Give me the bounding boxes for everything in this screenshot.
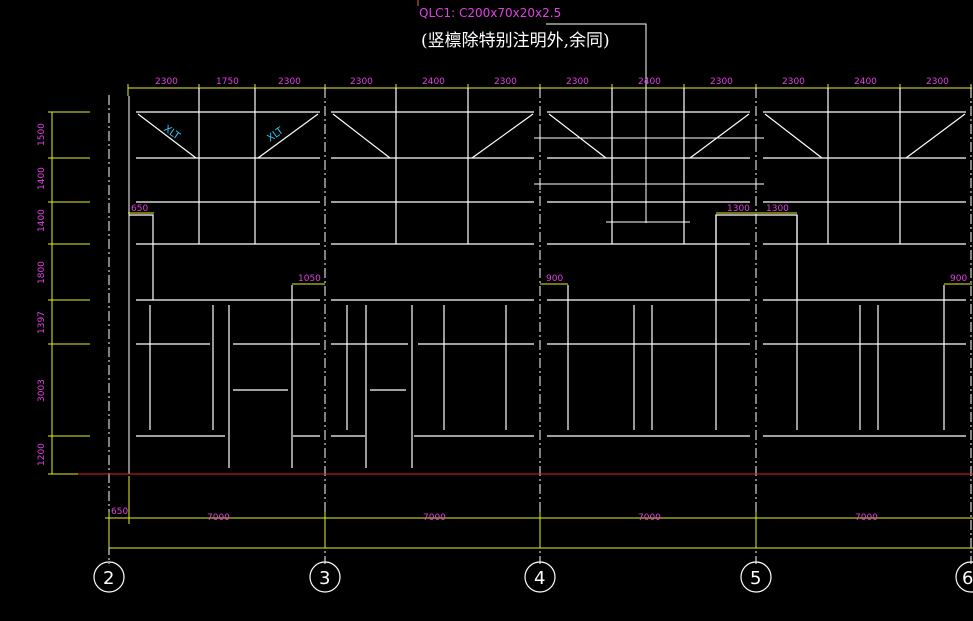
opening-dimension-lines (128, 212, 972, 285)
left-dim-label: 3003 (37, 379, 47, 402)
diagonal-braces (137, 113, 966, 159)
opening-dimension-labels: 650 1050 900 1300 1300 900 (131, 204, 967, 284)
header-label: QLC1: C200x70x20x2.5 (419, 6, 561, 20)
highlighted-bay-girts (536, 137, 764, 223)
bay-dim-label: 7000 (638, 513, 661, 523)
top-dim-label: 1750 (216, 77, 239, 87)
left-dim-label: 1397 (37, 311, 47, 334)
axis-label: 4 (534, 568, 545, 589)
top-dim-label: 2300 (782, 77, 805, 87)
axis-bubble (524, 561, 556, 593)
opening-dim-label: 1300 (727, 204, 750, 214)
left-dim-label: 1500 (37, 123, 47, 146)
axis-bubble (309, 561, 341, 593)
header-note: (竖檩除特别注明外,余同) (421, 31, 610, 51)
top-dimension-labels: 2300 1750 2300 2300 2400 2300 2300 2400 … (155, 77, 949, 87)
top-dim-label: 2400 (854, 77, 877, 87)
axis-label: 3 (319, 568, 330, 589)
bay-dim-label: 7000 (855, 513, 878, 523)
left-dim-label: 1800 (37, 261, 47, 284)
axis-bubble (93, 561, 125, 593)
opening-dim-label: 650 (131, 204, 148, 214)
top-dim-label: 2300 (926, 77, 949, 87)
top-dim-label: 2300 (710, 77, 733, 87)
opening-dim-label: 900 (546, 274, 563, 284)
axis-bubble (955, 561, 973, 593)
top-dim-label: 2300 (278, 77, 301, 87)
left-dimension-chain (48, 111, 90, 475)
left-dim-label: 1400 (37, 209, 47, 232)
axis-labels: 2 3 4 5 6 (103, 568, 973, 589)
highlighted-bay-markers (534, 132, 762, 228)
bottom-dimension-chain (105, 476, 973, 549)
axis-bubbles (93, 561, 973, 593)
axis-bubble (740, 561, 772, 593)
bay-dim-label: 7000 (207, 513, 230, 523)
top-dim-label: 2400 (638, 77, 661, 87)
left-dimension-labels: 1500 1400 1400 1800 1397 3003 1200 (37, 123, 47, 466)
top-dim-label: 2300 (350, 77, 373, 87)
left-dim-label: 1400 (37, 167, 47, 190)
top-dim-label: 2300 (494, 77, 517, 87)
left-dim-label: 1200 (37, 443, 47, 466)
top-dim-label: 2300 (566, 77, 589, 87)
bottom-offset-label: 650 (111, 507, 128, 517)
top-dim-label: 2300 (155, 77, 178, 87)
bottom-dimension-labels: 650 7000 7000 7000 7000 (111, 507, 878, 523)
opening-dim-label: 900 (950, 274, 967, 284)
axis-label: 6 (962, 568, 973, 589)
opening-dim-label: 1050 (298, 274, 321, 284)
grid-axis-lines (108, 88, 972, 564)
header-leader-line (417, 0, 647, 223)
bay-dim-label: 7000 (423, 513, 446, 523)
top-dim-label: 2400 (422, 77, 445, 87)
member-tag: XLT (265, 125, 286, 144)
opening-frames (129, 214, 798, 300)
axis-label: 5 (750, 568, 761, 589)
horizontal-girts (136, 111, 966, 437)
axis-label: 2 (103, 568, 114, 589)
opening-dim-label: 1300 (766, 204, 789, 214)
